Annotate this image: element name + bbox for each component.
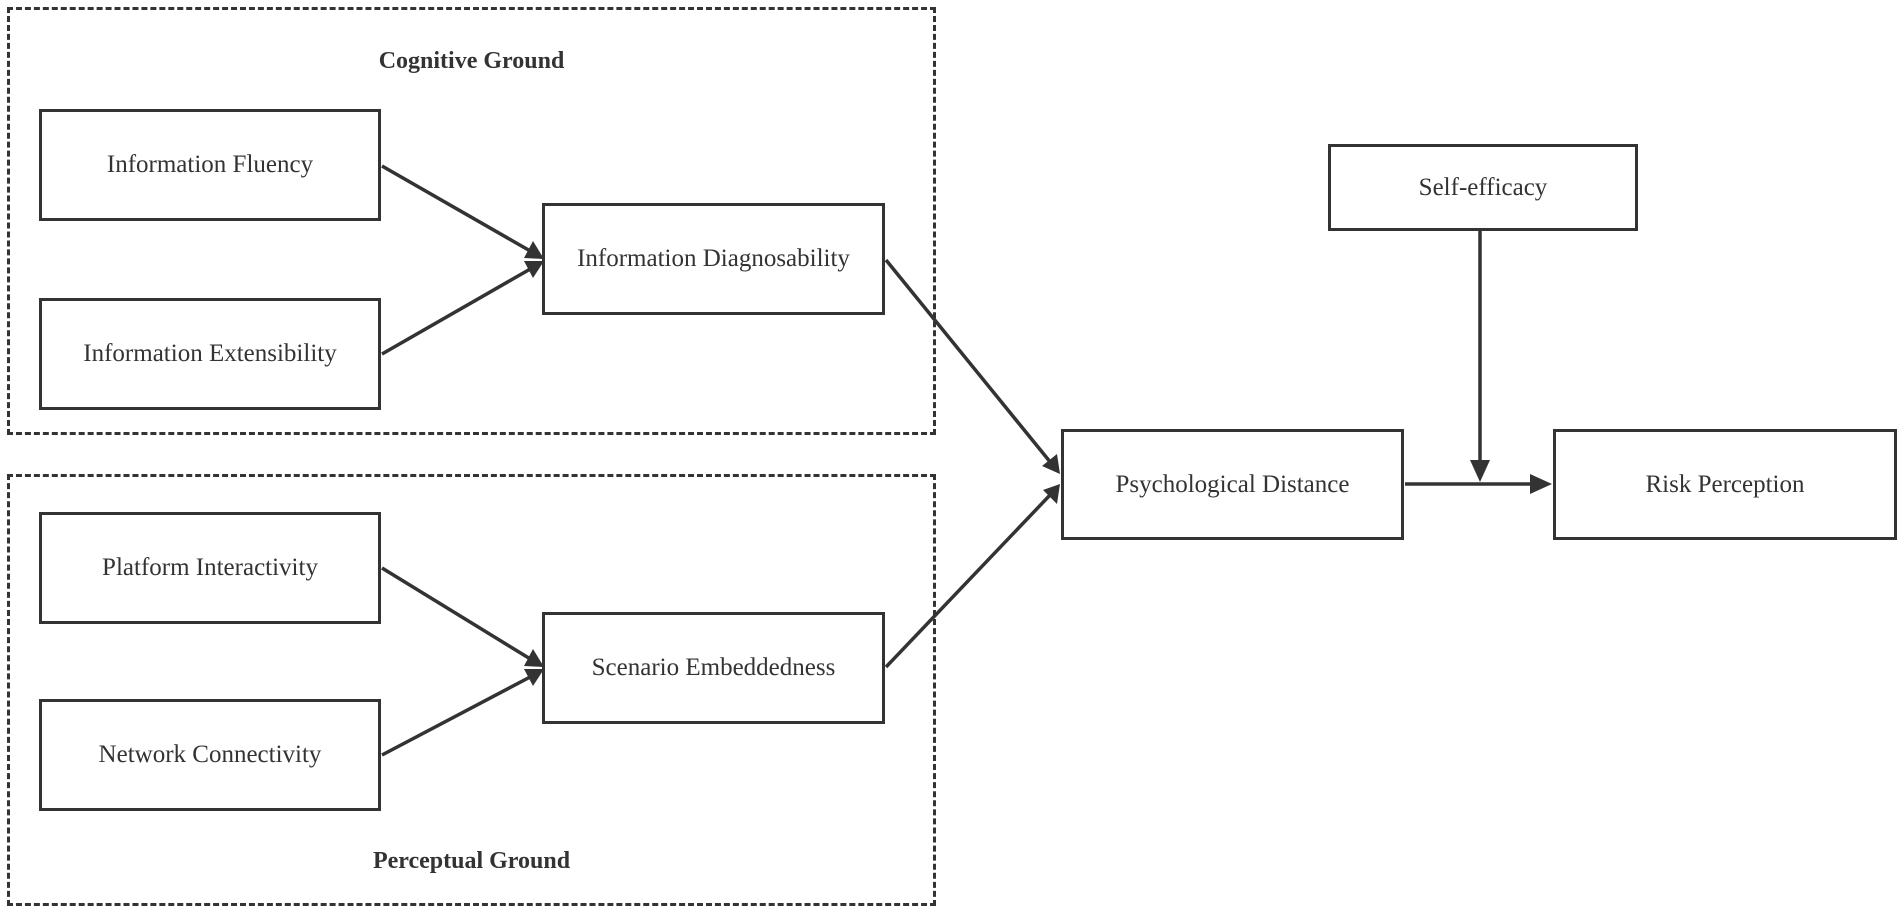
scenario-embeddedness-node: Scenario Embeddedness: [542, 612, 885, 724]
edge-extensibility-to-diagnosability: [381, 266, 533, 356]
cognitive-ground-group: Cognitive Ground: [7, 7, 936, 435]
network-connectivity-node: Network Connectivity: [39, 699, 381, 811]
arrowhead-embeddedness-to-distance: [1043, 484, 1060, 504]
edge-interactivity-to-embeddedness: [381, 566, 533, 662]
arrowhead-interactivity-to-embeddedness: [524, 649, 544, 667]
arrowhead-diagnosability-to-distance: [1042, 454, 1060, 474]
edge-connectivity-to-embeddedness: [381, 674, 533, 757]
cognitive-ground-title: Cognitive Ground: [378, 48, 565, 74]
self-efficacy-node: Self-efficacy: [1328, 144, 1638, 231]
information-fluency-node: Information Fluency: [39, 109, 381, 221]
arrowhead-fluency-to-diagnosability: [524, 241, 544, 259]
perceptual-ground-title: Perceptual Ground: [372, 848, 571, 874]
risk-perception-node: Risk Perception: [1553, 429, 1897, 540]
arrowhead-connectivity-to-embeddedness: [524, 669, 544, 686]
arrowhead-extensibility-to-diagnosability: [524, 261, 544, 278]
edge-embeddedness-to-distance: [884, 492, 1053, 669]
arrowhead-self-efficacy-moderation: [1470, 460, 1490, 482]
psychological-distance-node: Psychological Distance: [1061, 429, 1404, 540]
edge-fluency-to-diagnosability: [381, 164, 533, 254]
arrowhead-distance-to-risk: [1530, 474, 1552, 494]
information-extensibility-node: Information Extensibility: [39, 298, 381, 410]
information-diagnosability-node: Information Diagnosability: [542, 203, 885, 315]
edge-diagnosability-to-distance: [884, 258, 1053, 465]
perceptual-ground-group: Perceptual Ground: [7, 474, 936, 906]
platform-interactivity-node: Platform Interactivity: [39, 512, 381, 624]
